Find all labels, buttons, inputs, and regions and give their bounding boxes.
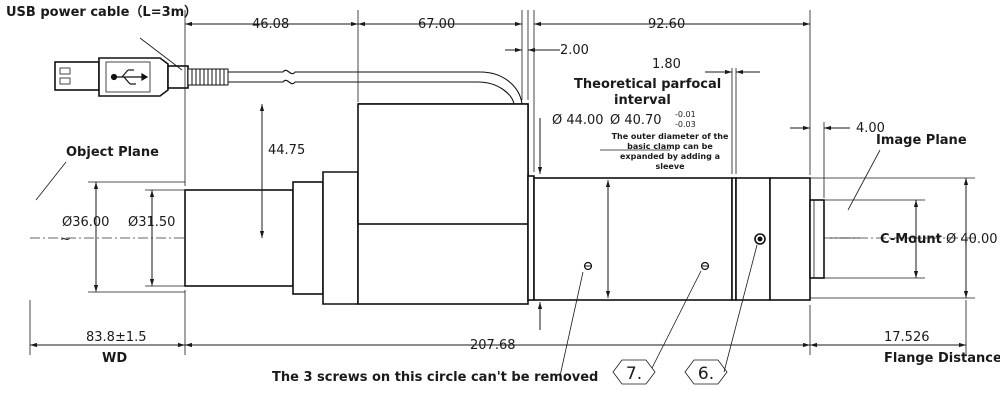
usb-cable [228,69,523,105]
tolerance-upper: -0.01 [675,110,696,119]
flange-distance-label: Flange Distance [884,351,1000,366]
dim-46-08: 46.08 [252,17,289,32]
parfocal-label-line1: Theoretical parfocal [574,77,721,92]
dim-67-00: 67.00 [418,17,455,32]
dim-dia-31-50: Ø31.50 [128,215,175,230]
lens-screws [583,233,766,271]
callout-7: 7. [612,359,656,385]
clamp-note-line3: expanded by adding a [620,152,720,161]
dim-wd-value: 83.8±1.5 [86,330,147,345]
clamp-note-line2: basic clamp can be [627,142,713,151]
usb-cable-label: USB power cable（L=3m） [6,4,197,20]
dim-total-length: 207.68 [470,338,516,353]
usb-symbol [110,69,149,85]
lens-body [184,103,825,305]
callout-6: 6. [684,359,728,385]
clamp-note-line1: The outer diameter of the [612,132,729,141]
callout-7-label: 7. [626,364,642,384]
wd-label: WD [102,351,127,366]
cable-strain-relief [187,68,229,86]
c-mount-label: C-Mount [880,232,942,247]
dim-92-60: 92.60 [648,17,685,32]
screws-note: The 3 screws on this circle can't be rem… [272,370,598,385]
tolerance-lower: -0.03 [675,120,696,129]
dim-dia-36: Ø36.00 [62,215,109,230]
dim-flange-value: 17.526 [884,330,930,345]
dim-dia-40-70: Ø 40.70 [610,113,662,128]
object-plane-label: Object Plane [66,145,159,160]
clamp-note-line4: sleeve [656,162,686,171]
dim-1-80: 1.80 [652,57,681,72]
callout-6-label: 6. [698,364,714,384]
dim-44-75: 44.75 [268,143,305,158]
image-plane-label: Image Plane [876,133,967,148]
leader-lines [35,37,881,377]
axis-tilde: ~ [60,232,71,247]
dim-2-00: 2.00 [560,43,589,58]
dim-dia-40: Ø 40.00 [946,232,998,247]
dimension-lines [30,21,975,348]
usb-connector [54,57,189,97]
dim-dia-44: Ø 44.00 [552,113,604,128]
parfocal-label-line2: interval [614,93,671,108]
dim-4-00: 4.00 [856,121,885,136]
